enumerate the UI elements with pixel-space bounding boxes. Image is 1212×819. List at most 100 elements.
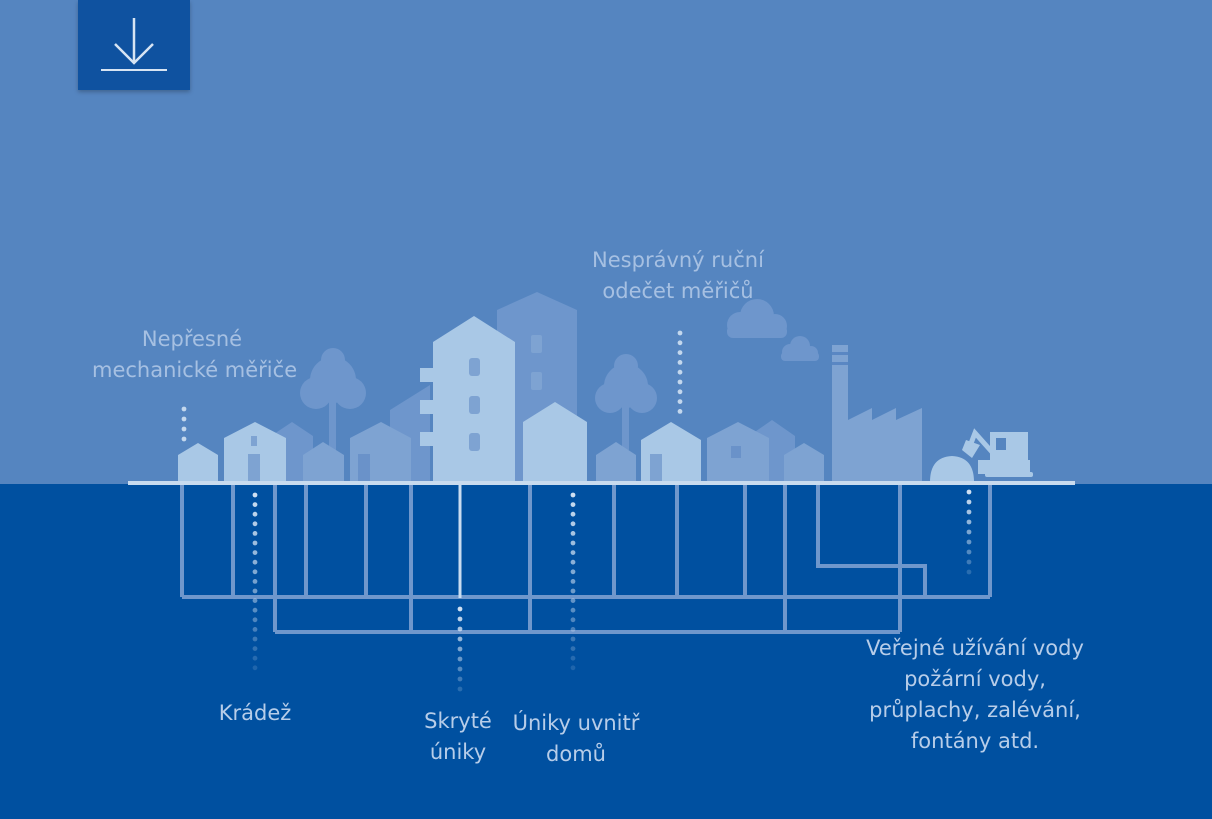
leak-dot — [570, 559, 576, 565]
tree-icon — [595, 354, 657, 450]
leak-dot — [570, 655, 576, 661]
pipe-network — [180, 485, 992, 634]
label-line: mechanické měřiče — [92, 358, 298, 382]
leak-dot — [677, 399, 683, 404]
label-line: Veřejné užívání vody — [866, 636, 1084, 660]
leak-dot — [457, 646, 463, 652]
leak-dot — [966, 519, 972, 525]
leak-dot — [677, 369, 683, 375]
leak-dot — [252, 531, 258, 536]
leak-dot — [457, 656, 463, 662]
label-line: úniky — [429, 740, 487, 764]
leak-dot — [966, 539, 972, 545]
leak-dot — [252, 655, 258, 661]
leak-dot — [457, 686, 463, 692]
leak-dot — [457, 626, 463, 632]
excavator-icon — [930, 428, 1033, 482]
leak-dot — [570, 627, 576, 632]
leak-dot — [677, 409, 683, 414]
leak-dot — [966, 569, 972, 575]
leak-dot — [252, 627, 258, 632]
leak-dot — [252, 569, 258, 575]
leak-dot — [677, 360, 683, 365]
leak-dot — [677, 389, 683, 395]
leak-dot — [457, 666, 463, 672]
leak-dot — [677, 350, 683, 355]
factory-stripes — [832, 352, 848, 365]
leak-dot — [570, 665, 576, 671]
leak-dot — [570, 569, 576, 575]
leak-dot — [252, 550, 258, 555]
label-line: Skryté — [424, 709, 492, 733]
label-line: požární vody, — [904, 667, 1046, 691]
underground-area — [0, 484, 1212, 819]
leak-dot — [570, 579, 576, 584]
leak-dot — [966, 489, 972, 495]
label-line: fontány atd. — [910, 729, 1040, 753]
leak-dot — [570, 531, 576, 536]
cloud-icon — [781, 336, 819, 361]
cloud-icon — [727, 299, 787, 338]
label-public-use: Veřejné užívání vody požární vody, průpl… — [850, 633, 1100, 757]
tall-building-windows — [531, 335, 542, 390]
leak-dot — [252, 579, 258, 584]
leak-dot — [252, 502, 258, 507]
leak-dot — [252, 492, 258, 498]
label-hidden-leaks: Skryté úniky — [408, 706, 508, 768]
leak-dot — [570, 588, 576, 594]
leak-dot — [570, 607, 576, 613]
leak-dot — [181, 436, 187, 442]
label-line: domů — [546, 742, 606, 766]
leak-dot — [181, 426, 187, 432]
leak-dot — [570, 521, 576, 527]
leak-dot — [457, 636, 463, 642]
leak-dot — [181, 406, 187, 412]
leak-dot — [252, 559, 258, 565]
leak-dot — [570, 502, 576, 507]
leak-dot — [966, 499, 972, 505]
leak-dot — [570, 492, 576, 498]
tree-icon — [300, 348, 366, 455]
ground-line — [128, 481, 1075, 485]
leak-dot — [252, 598, 258, 603]
leak-dot — [252, 588, 258, 594]
leak-dot — [570, 636, 576, 642]
foreground-buildings — [178, 316, 701, 482]
leak-indicators — [181, 330, 972, 692]
label-theft: Krádež — [195, 698, 315, 729]
leak-dot — [677, 379, 683, 385]
leak-dot — [457, 606, 463, 612]
leak-dot — [966, 559, 972, 565]
label-manual-reading: Nesprávný ruční odečet měřičů — [578, 245, 778, 307]
label-line: Nepřesné — [141, 327, 243, 351]
building-windows — [248, 358, 662, 482]
leak-dot — [252, 540, 258, 546]
label-line: Úniky uvnitř — [512, 711, 640, 735]
label-line: odečet měřičů — [602, 279, 754, 303]
leak-dot — [966, 529, 972, 535]
leak-dot — [677, 330, 683, 336]
label-indoor-leaks: Úniky uvnitř domů — [500, 708, 652, 770]
label-line: Krádež — [218, 701, 292, 725]
leak-dot — [252, 521, 258, 527]
leak-dot — [570, 511, 576, 517]
leak-dot — [252, 607, 258, 613]
leak-dot — [966, 509, 972, 515]
download-icon — [101, 18, 167, 71]
leak-dot — [252, 511, 258, 517]
leak-dot — [570, 540, 576, 546]
leak-dot — [457, 616, 463, 622]
leak-dot — [570, 617, 576, 623]
leak-dot — [252, 636, 258, 642]
leak-dot — [570, 598, 576, 603]
leak-dot — [966, 549, 972, 555]
leak-dot — [457, 676, 463, 682]
download-button[interactable] — [78, 0, 190, 90]
leak-dot — [570, 646, 576, 651]
factory-icon — [832, 345, 922, 482]
label-line: průplachy, zalévání, — [869, 698, 1081, 722]
label-line: Nesprávný ruční — [592, 248, 764, 272]
leak-dot — [181, 416, 187, 422]
leak-dot — [252, 646, 258, 651]
